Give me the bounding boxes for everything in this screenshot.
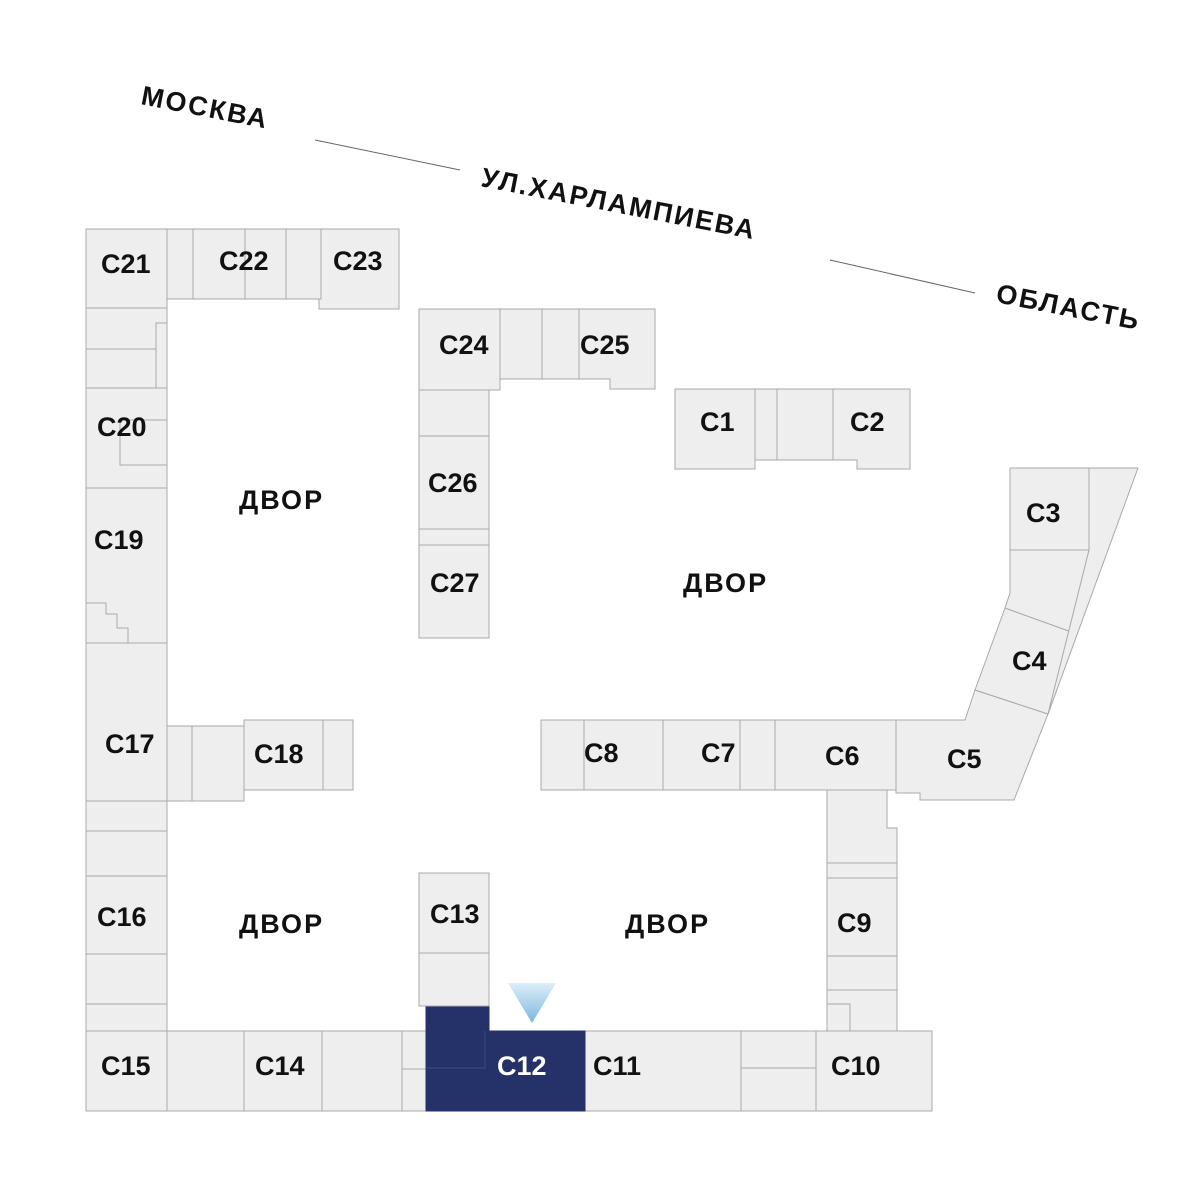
- section-c3[interactable]: С3: [1026, 498, 1061, 528]
- location-marker-icon: [508, 983, 556, 1023]
- section-c7[interactable]: С7: [701, 738, 736, 768]
- section-c4[interactable]: С4: [1012, 646, 1047, 676]
- street-line-1: [314, 139, 461, 171]
- section-c13[interactable]: С13: [430, 899, 480, 929]
- north-wing: [674, 388, 911, 470]
- section-c16[interactable]: С16: [97, 902, 147, 932]
- middle-right-wing: [540, 719, 897, 791]
- section-c11[interactable]: С11: [593, 1051, 641, 1081]
- street-line-2: [829, 259, 976, 294]
- yard-label-southwest: ДВОР: [239, 909, 324, 939]
- yard-label-south: ДВОР: [625, 909, 710, 939]
- section-c19[interactable]: С19: [94, 525, 144, 555]
- street-label-region: ОБЛАСТЬ: [994, 278, 1143, 335]
- section-c6[interactable]: С6: [825, 741, 860, 771]
- c13-wing: [418, 872, 490, 1007]
- section-c8[interactable]: С8: [584, 738, 619, 768]
- section-c24[interactable]: С24: [439, 330, 489, 360]
- mid-left-wing: [166, 719, 354, 802]
- yard-label-east: ДВОР: [683, 568, 768, 598]
- east-wing: [895, 467, 1139, 801]
- street-label-moscow: МОСКВА: [139, 80, 271, 134]
- section-c12[interactable]: С12: [497, 1051, 547, 1081]
- section-c15[interactable]: С15: [101, 1051, 151, 1081]
- section-c5[interactable]: С5: [947, 744, 982, 774]
- section-c14[interactable]: С14: [255, 1051, 305, 1081]
- center-wing: [418, 308, 656, 639]
- section-c1[interactable]: С1: [700, 407, 735, 437]
- section-c17[interactable]: С17: [105, 729, 155, 759]
- right-lower-wing: [826, 789, 898, 1032]
- section-c27[interactable]: С27: [430, 568, 480, 598]
- section-c9[interactable]: С9: [837, 908, 872, 938]
- left-wing: [85, 228, 168, 1032]
- section-c20[interactable]: С20: [97, 412, 147, 442]
- section-labels: С1 С2 С3 С4 С5 С6 С7 С8 С9 С10 С11 С12 С…: [94, 246, 1061, 1081]
- section-c23[interactable]: С23: [333, 246, 383, 276]
- yard-labels: ДВОР ДВОР ДВОР ДВОР: [239, 485, 768, 939]
- section-c18[interactable]: С18: [254, 739, 304, 769]
- section-c21[interactable]: С21: [101, 249, 151, 279]
- section-c22[interactable]: С22: [219, 246, 269, 276]
- section-c10[interactable]: С10: [831, 1051, 881, 1081]
- section-c25[interactable]: С25: [580, 330, 630, 360]
- section-c26[interactable]: С26: [428, 468, 478, 498]
- top-left-wing: [166, 228, 400, 310]
- section-c2[interactable]: С2: [850, 407, 885, 437]
- bottom-wing: [85, 1030, 933, 1112]
- street-label-name: УЛ.ХАРЛАМПИЕВА: [479, 162, 759, 245]
- yard-label-northwest: ДВОР: [239, 485, 324, 515]
